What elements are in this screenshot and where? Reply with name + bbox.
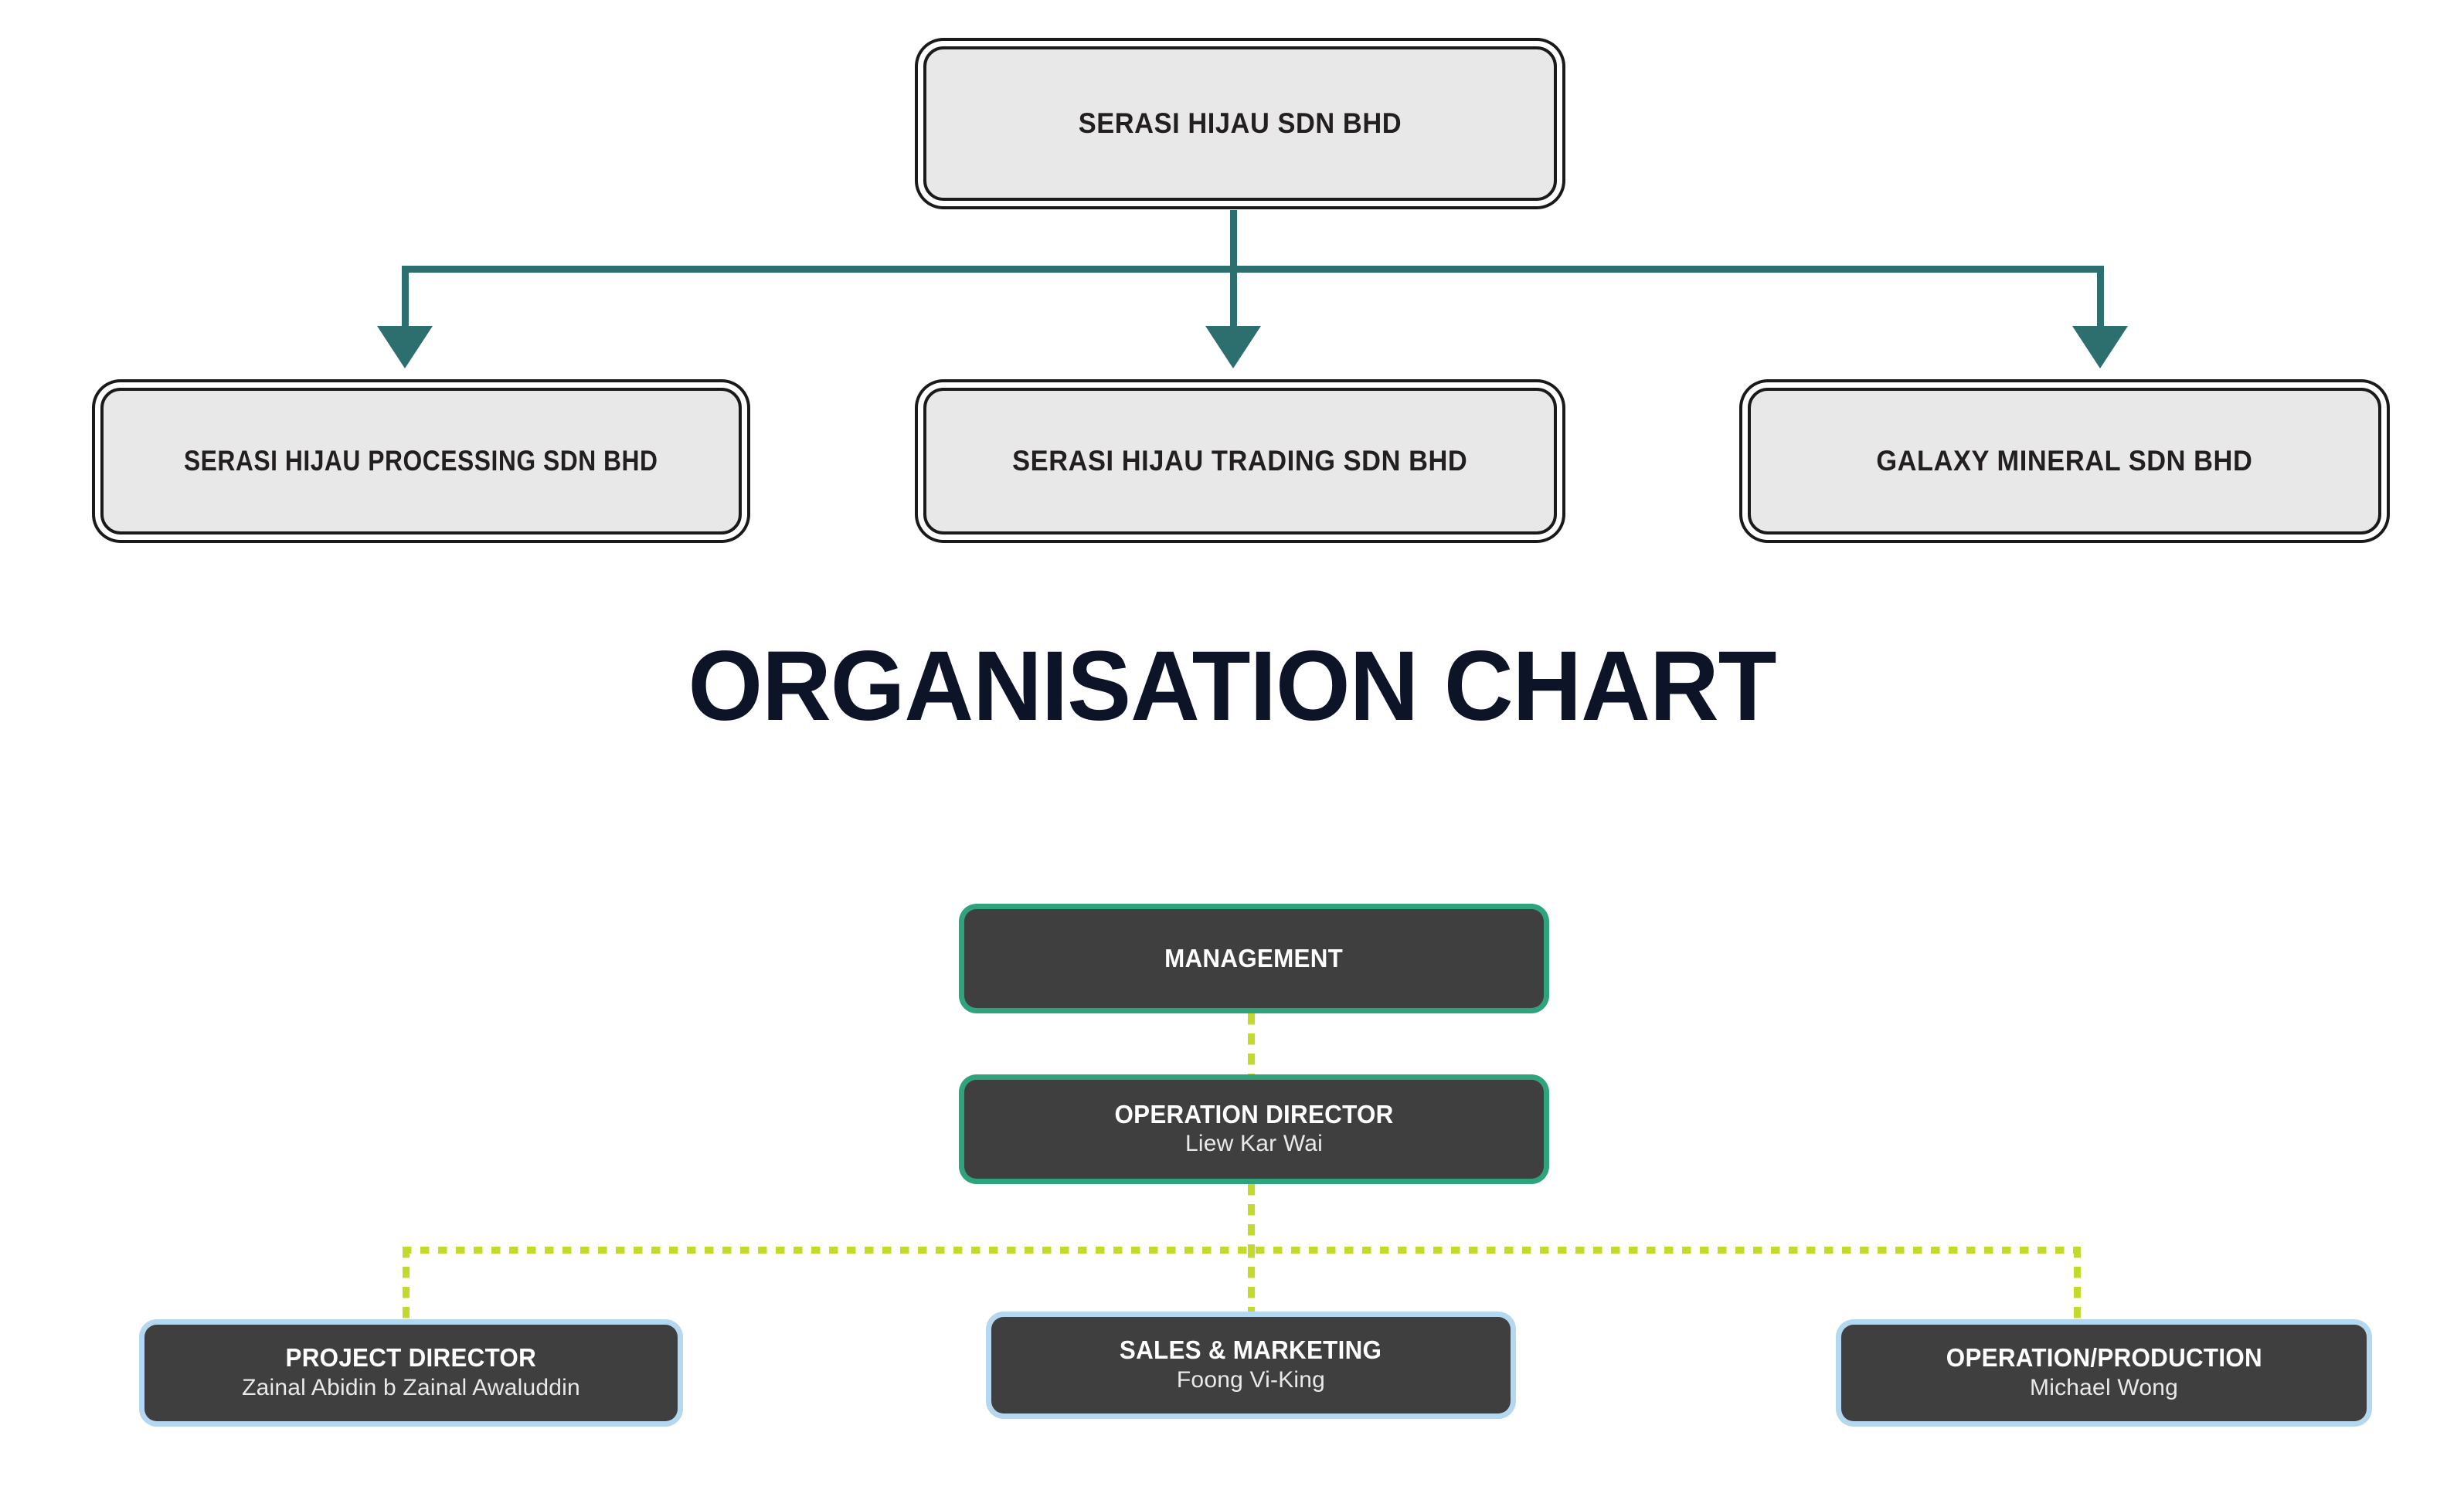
corporate-box-galaxy[interactable]: GALAXY MINERAL SDN BHD (1748, 388, 2381, 535)
org-box-project-director-name: Zainal Abidin b Zainal Awaluddin (242, 1374, 580, 1400)
arrow-head-left (377, 326, 433, 368)
org-box-management-title: MANAGEMENT (1164, 943, 1344, 972)
org-box-management[interactable]: MANAGEMENT (964, 909, 1544, 1008)
corporate-box-galaxy-label: GALAXY MINERAL SDN BHD (1876, 445, 2253, 477)
page-title: ORGANISATION CHART (688, 631, 1776, 742)
org-box-operation-production-name: Michael Wong (2030, 1374, 2178, 1400)
org-box-sales-marketing-name: Foong Vi-King (1176, 1366, 1326, 1393)
org-box-operation-production-title: OPERATION/PRODUCTION (1946, 1343, 2262, 1373)
arrow-head-middle (1205, 326, 1261, 368)
org-box-project-director[interactable]: PROJECT DIRECTOR Zainal Abidin b Zainal … (144, 1325, 678, 1421)
corporate-box-root[interactable]: SERASI HIJAU SDN BHD (923, 46, 1557, 201)
connector-branch-left (402, 266, 409, 329)
org-box-operation-director-name: Liew Kar Wai (1184, 1131, 1323, 1157)
connector-dotted-director-stem (1248, 1184, 1255, 1251)
connector-dotted-drop-sales (1248, 1247, 1255, 1329)
org-box-operation-production[interactable]: OPERATION/PRODUCTION Michael Wong (1841, 1325, 2367, 1421)
connector-root-stem (1230, 210, 1237, 270)
corporate-box-trading-label: SERASI HIJAU TRADING SDN BHD (1012, 445, 1468, 477)
connector-dotted-management-to-director (1248, 1013, 1255, 1079)
connector-dotted-horizontal-bus (403, 1247, 2081, 1254)
org-box-operation-director[interactable]: OPERATION DIRECTOR Liew Kar Wai (964, 1080, 1544, 1179)
connector-dotted-drop-project (403, 1247, 410, 1329)
arrow-head-right (2072, 326, 2128, 368)
corporate-box-root-label: SERASI HIJAU SDN BHD (1078, 107, 1402, 139)
corporate-box-processing-label: SERASI HIJAU PROCESSING SDN BHD (184, 445, 658, 477)
org-box-project-director-title: PROJECT DIRECTOR (285, 1343, 537, 1373)
connector-dotted-drop-operation (2074, 1247, 2081, 1329)
org-box-sales-marketing[interactable]: SALES & MARKETING Foong Vi-King (991, 1317, 1511, 1413)
connector-horizontal-bus (402, 266, 2104, 273)
org-box-sales-marketing-title: SALES & MARKETING (1120, 1335, 1382, 1365)
corporate-box-trading[interactable]: SERASI HIJAU TRADING SDN BHD (923, 388, 1557, 535)
connector-branch-right (2097, 266, 2104, 329)
org-box-operation-director-title: OPERATION DIRECTOR (1114, 1099, 1394, 1128)
corporate-box-processing[interactable]: SERASI HIJAU PROCESSING SDN BHD (100, 388, 742, 535)
connector-branch-middle (1230, 266, 1237, 329)
